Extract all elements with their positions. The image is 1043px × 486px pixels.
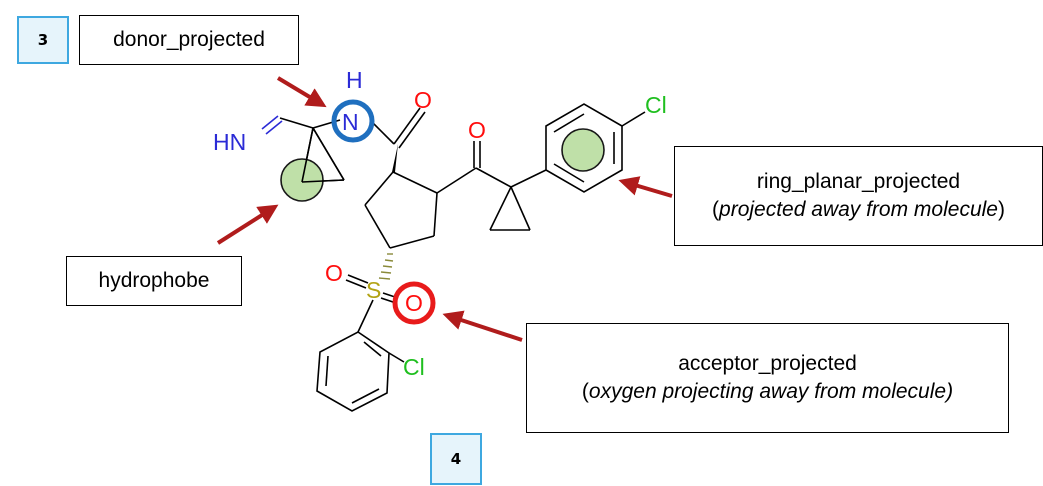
bond-n-amide [371,121,395,145]
donor-label: donor_projected [113,27,265,51]
atom-o-amide: O [414,87,432,113]
bond-ring-ketone [436,167,477,194]
phenyl-bottom [316,331,390,412]
figure-number-badge-3: 3 [17,16,69,64]
arrow-icon-acceptor [442,310,523,342]
hydrophobe-label-box: hydrophobe [66,256,242,306]
atom-h: H [346,67,363,93]
acceptor-label-box: acceptor_projected (oxygen projecting aw… [526,323,1009,433]
figure-number-badge-4: 4 [430,433,482,485]
atom-o-sulfonyl-left: O [325,260,343,286]
ring-label-box: ring_planar_projected (projected away fr… [674,146,1043,246]
imine-bond-a [261,115,279,130]
atom-hn: HN [213,129,246,155]
cp5-a [392,171,438,194]
hashed-bond [378,253,394,280]
amide-co-b [398,111,426,149]
cp5-e [364,171,394,206]
so-left-b [345,279,367,289]
donor-circle-icon [331,99,375,143]
phenyl-bottom-db1 [363,341,382,357]
cp-right-a [489,186,512,231]
phenyl-top-db3 [553,163,585,183]
cp5-d [364,204,391,249]
hydrophobe-label: hydrophobe [98,268,210,292]
imine-bond-b [265,120,283,135]
arrow-icon-ring [618,176,673,198]
phenyl-bottom-db3 [325,355,329,387]
atom-cl-bottom: Cl [403,354,425,380]
bond-s-phenyl [357,299,374,333]
donor-label-box: donor_projected [79,15,299,65]
bond-phenyl-cl-bottom [388,352,405,363]
atom-o-sulfonyl-right: O [405,290,423,316]
acceptor-circle-icon [392,281,436,325]
acceptor-label: acceptor_projected [678,351,857,375]
arrow-icon-hydrophobe [216,204,279,245]
ring-circle-icon [561,128,605,172]
so-left-a [347,274,369,284]
arrow-icon-donor [276,76,327,108]
phenyl-top-db1 [553,113,585,133]
acceptor-note: (oxygen projecting away from molecule) [581,380,954,403]
bond-cp-phenyl [510,169,547,188]
wedge-bond [392,144,398,172]
atom-o-ketone: O [468,117,486,143]
bond-ketone-cp [475,167,512,188]
ring-label: ring_planar_projected [756,169,961,193]
bond-imine-c [279,117,314,129]
phenyl-bottom-db2 [351,388,380,404]
cp-right-c [510,186,531,231]
atom-n: N [342,109,359,135]
atom-cl-top: Cl [645,92,667,118]
bond-phenyl-cl [621,111,646,127]
ring-note: (projected away from molecule) [712,198,1005,221]
cp5-c [389,235,435,249]
atom-s: S [366,277,381,303]
amide-co-a [393,107,421,145]
cp5-b [433,192,438,237]
